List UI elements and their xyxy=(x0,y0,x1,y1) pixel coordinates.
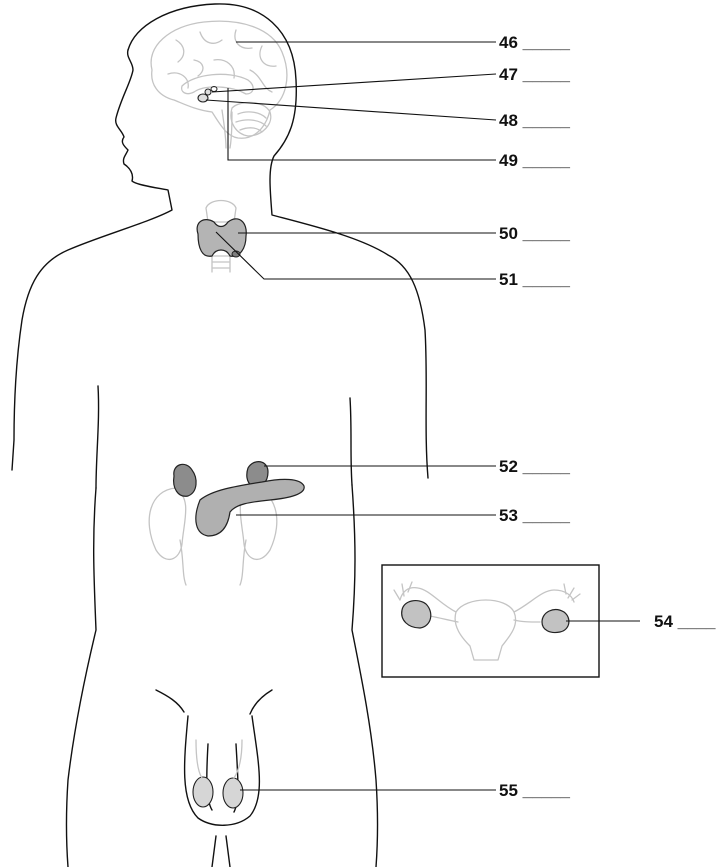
label-54-blank: ____ xyxy=(677,612,716,631)
label-46: 46 _____ xyxy=(499,33,570,52)
label-49-blank: _____ xyxy=(522,151,571,170)
brain-folds xyxy=(168,30,276,92)
label-54: 54 ____ xyxy=(654,612,716,631)
label-47-number: 47 xyxy=(499,65,518,84)
left-inner-arm xyxy=(96,386,99,488)
right-torso-side xyxy=(352,485,378,867)
body-outline xyxy=(12,4,428,867)
label-53-number: 53 xyxy=(499,506,518,525)
corpus-callosum xyxy=(182,74,253,94)
label-49-number: 49 xyxy=(499,151,518,170)
label-51-blank: _____ xyxy=(522,270,571,289)
label-51-number: 51 xyxy=(499,270,518,289)
label-52-blank: _____ xyxy=(522,457,571,476)
left-kidney-ghost xyxy=(149,488,186,585)
label-46-number: 46 xyxy=(499,33,518,52)
label-53: 53 _____ xyxy=(499,506,570,525)
testes-illustration xyxy=(193,740,243,808)
label-55-number: 55 xyxy=(499,781,518,800)
label-55-blank: _____ xyxy=(522,781,571,800)
label-54-number: 54 xyxy=(654,612,673,631)
leader-47 xyxy=(212,74,496,92)
face-profile xyxy=(12,50,172,470)
right-groin-line xyxy=(250,690,272,714)
label-47: 47 _____ xyxy=(499,65,570,84)
brain-illustration xyxy=(151,21,287,148)
label-48-blank: _____ xyxy=(522,111,571,130)
leader-49 xyxy=(228,88,496,160)
cerebellum xyxy=(231,102,271,136)
label-49: 49 _____ xyxy=(499,151,570,170)
genital-outline xyxy=(185,716,260,825)
label-48: 48 _____ xyxy=(499,111,570,130)
right-leg-inner xyxy=(226,836,230,867)
label-55: 55 _____ xyxy=(499,781,570,800)
label-50-blank: _____ xyxy=(522,224,571,243)
thyroid-illustration xyxy=(197,201,246,273)
label-48-number: 48 xyxy=(499,111,518,130)
spermatic-cord xyxy=(196,740,242,778)
pituitary-gland xyxy=(198,94,208,102)
left-leg-inner xyxy=(212,836,216,867)
label-50-number: 50 xyxy=(499,224,518,243)
label-50: 50 _____ xyxy=(499,224,570,243)
label-47-blank: _____ xyxy=(522,65,571,84)
label-53-blank: _____ xyxy=(522,506,571,525)
label-52-number: 52 xyxy=(499,457,518,476)
label-46-blank: _____ xyxy=(522,33,571,52)
left-torso-side xyxy=(67,488,97,867)
pituitary-stalk xyxy=(205,89,211,95)
brain-outline xyxy=(151,21,287,138)
left-testis xyxy=(193,777,213,807)
label-52: 52 _____ xyxy=(499,457,570,476)
right-testis xyxy=(223,778,243,808)
left-adrenal-gland xyxy=(174,464,196,496)
left-groin-line xyxy=(156,690,184,712)
right-inner-arm xyxy=(350,398,352,485)
leader-lines xyxy=(206,42,640,790)
abdomen-illustration xyxy=(149,462,304,585)
trachea-ghost xyxy=(212,250,230,272)
label-51: 51 _____ xyxy=(499,270,570,289)
right-ovary xyxy=(542,610,569,633)
pancreas xyxy=(196,479,304,536)
leader-48 xyxy=(206,100,496,120)
larynx-ghost xyxy=(206,201,236,223)
head-outline xyxy=(128,4,428,478)
labels: 46 _____ 47 _____ 48 _____ 49 _____ 50 _… xyxy=(499,33,716,800)
